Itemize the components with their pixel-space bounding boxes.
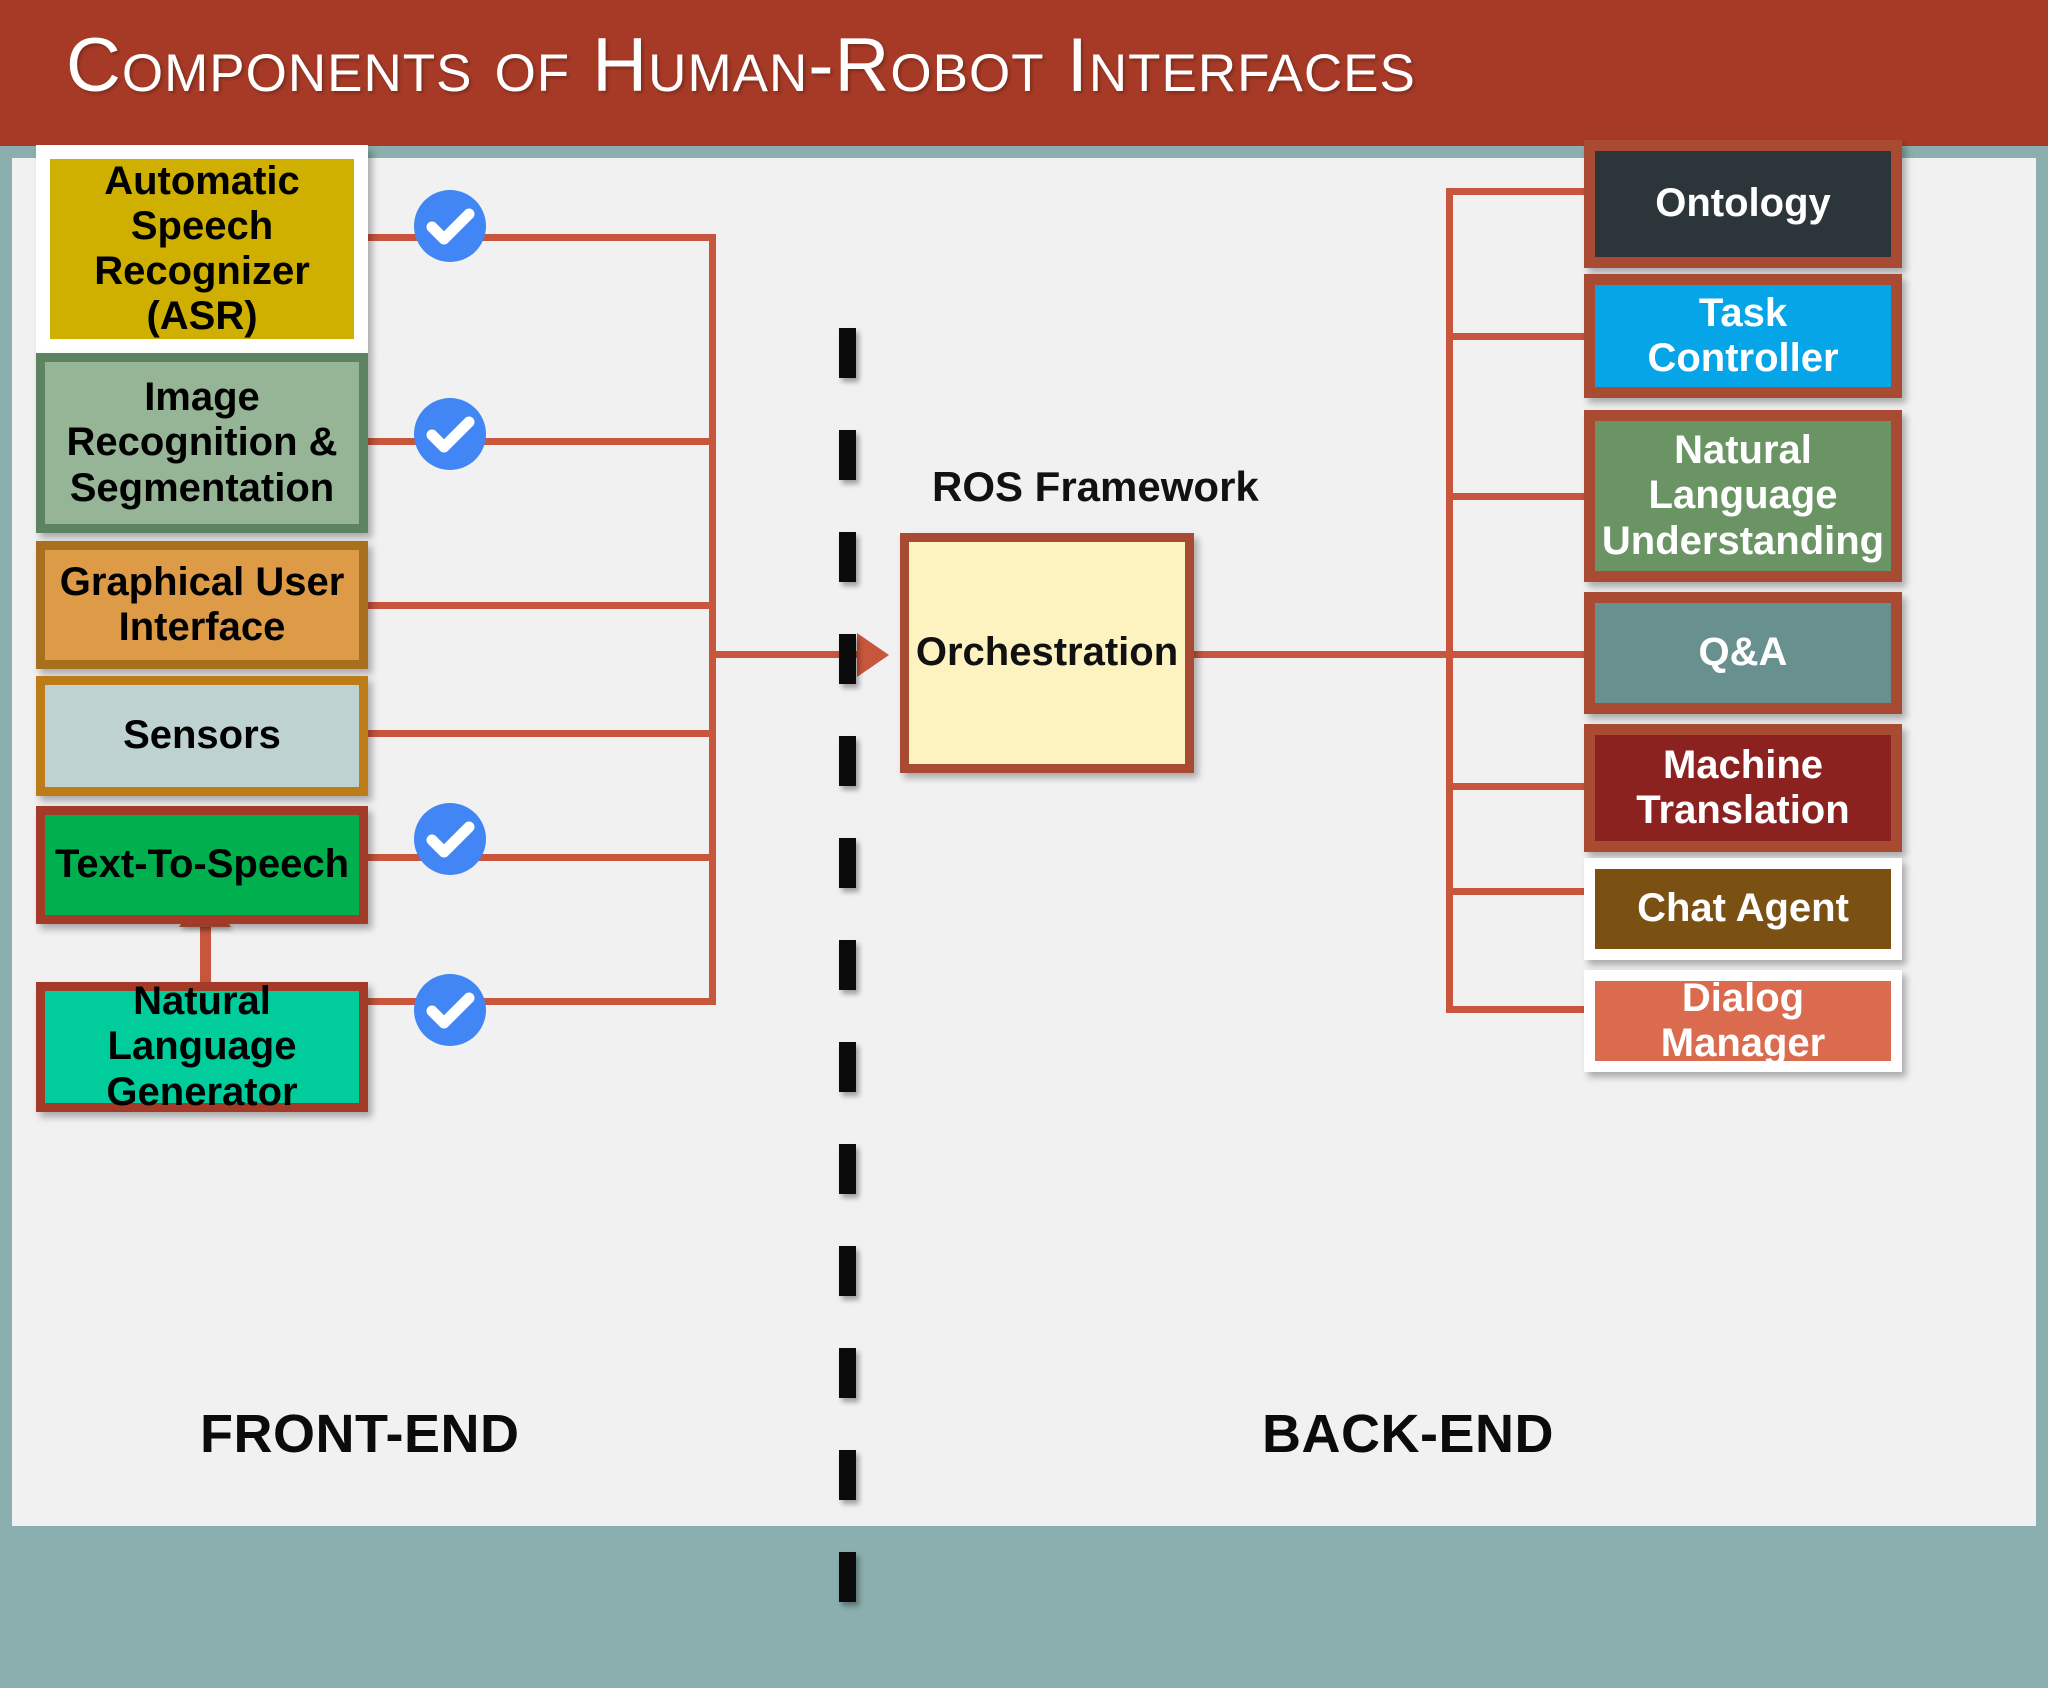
node-machine-translation-label: Machine Translation xyxy=(1636,742,1850,832)
arrow-into-orchestration-left xyxy=(857,633,889,677)
connector-frontend-bus xyxy=(709,234,716,1005)
connector-nlg-to-tts xyxy=(200,924,211,982)
node-dialog-manager-label: Dialog Manager xyxy=(1660,975,1826,1065)
node-asr[interactable]: Automatic Speech Recognizer (ASR) xyxy=(36,145,368,353)
node-nlg-label: Natural Language Generator xyxy=(106,979,298,1114)
node-tts[interactable]: Text-To-Speech xyxy=(36,806,368,924)
connector-tts-stub xyxy=(364,854,716,861)
connector-image-stub xyxy=(364,438,716,445)
diagram-canvas: ROS Framework Orchestration Automatic Sp… xyxy=(12,140,2036,1602)
divider-dash xyxy=(839,1552,856,1602)
check-circle-icon-asr xyxy=(414,190,486,262)
divider-dash xyxy=(839,940,856,990)
node-chat-agent[interactable]: Chat Agent xyxy=(1584,858,1902,960)
divider-dash xyxy=(839,838,856,888)
node-ontology-label: Ontology xyxy=(1655,181,1831,226)
node-dialog-manager[interactable]: Dialog Manager xyxy=(1584,970,1902,1072)
divider-dash xyxy=(839,328,856,378)
node-nlu-label: Natural Language Understanding xyxy=(1601,428,1885,563)
divider-dash xyxy=(839,736,856,786)
node-image-recognition[interactable]: Image Recognition & Segmentation xyxy=(36,353,368,533)
divider-dash xyxy=(839,532,856,582)
connector-dialog-stub xyxy=(1446,1006,1584,1013)
node-nlg[interactable]: Natural Language Generator xyxy=(36,979,368,1114)
ros-framework-label: ROS Framework xyxy=(932,463,1259,510)
connector-backend-bus xyxy=(1446,188,1453,1013)
divider-dash xyxy=(839,1348,856,1398)
connector-asr-stub xyxy=(364,234,716,241)
divider-dash xyxy=(839,634,856,684)
connector-ontology-stub xyxy=(1446,188,1584,195)
node-tts-label: Text-To-Speech xyxy=(54,842,350,887)
check-circle-icon-nlg xyxy=(414,974,486,1046)
node-gui-label: Graphical User Interface xyxy=(59,559,345,649)
node-orchestration-label: Orchestration xyxy=(915,630,1179,675)
divider-dash xyxy=(839,1042,856,1092)
node-ontology[interactable]: Ontology xyxy=(1584,140,1902,268)
connector-qna-stub xyxy=(1446,651,1584,658)
caption-front-end: FRONT-END xyxy=(200,1404,520,1464)
connector-nlu-stub xyxy=(1446,493,1584,500)
check-circle-icon-image-recognition xyxy=(414,398,486,470)
node-qna-label: Q&A xyxy=(1698,630,1788,675)
connector-gui-stub xyxy=(364,602,716,609)
node-gui[interactable]: Graphical User Interface xyxy=(36,541,368,669)
caption-back-end: BACK-END xyxy=(1262,1404,1554,1464)
divider-dash xyxy=(839,1450,856,1500)
title-bar: Components of Human-Robot Interfaces xyxy=(0,0,2048,146)
node-chat-agent-label: Chat Agent xyxy=(1637,886,1849,931)
node-sensors[interactable]: Sensors xyxy=(36,676,368,796)
divider-dash xyxy=(839,1246,856,1296)
connector-mt-stub xyxy=(1446,783,1584,790)
connector-frontend-to-orchestration xyxy=(709,651,839,658)
node-qna[interactable]: Q&A xyxy=(1584,592,1902,714)
connector-nlg-stub xyxy=(364,998,716,1005)
node-sensors-label: Sensors xyxy=(123,713,281,758)
connector-chat-stub xyxy=(1446,888,1584,895)
node-task-controller[interactable]: Task Controller xyxy=(1584,274,1902,398)
page-title: Components of Human-Robot Interfaces xyxy=(66,23,1416,108)
divider-dash xyxy=(839,1144,856,1194)
connector-sensors-stub xyxy=(364,730,716,737)
slide-root: Components of Human-Robot Interfaces xyxy=(0,0,2048,1602)
node-asr-label: Automatic Speech Recognizer (ASR) xyxy=(94,158,310,339)
node-orchestration[interactable]: Orchestration xyxy=(900,533,1194,773)
node-nlu[interactable]: Natural Language Understanding xyxy=(1584,410,1902,582)
frontend-backend-divider xyxy=(839,328,856,1688)
connector-task-stub xyxy=(1446,333,1584,340)
node-task-controller-label: Task Controller xyxy=(1647,290,1839,380)
divider-dash xyxy=(839,430,856,480)
connector-backend-to-orchestration xyxy=(1024,651,1449,658)
node-machine-translation[interactable]: Machine Translation xyxy=(1584,724,1902,852)
node-image-recognition-label: Image Recognition & Segmentation xyxy=(66,375,338,510)
check-circle-icon-tts xyxy=(414,803,486,875)
